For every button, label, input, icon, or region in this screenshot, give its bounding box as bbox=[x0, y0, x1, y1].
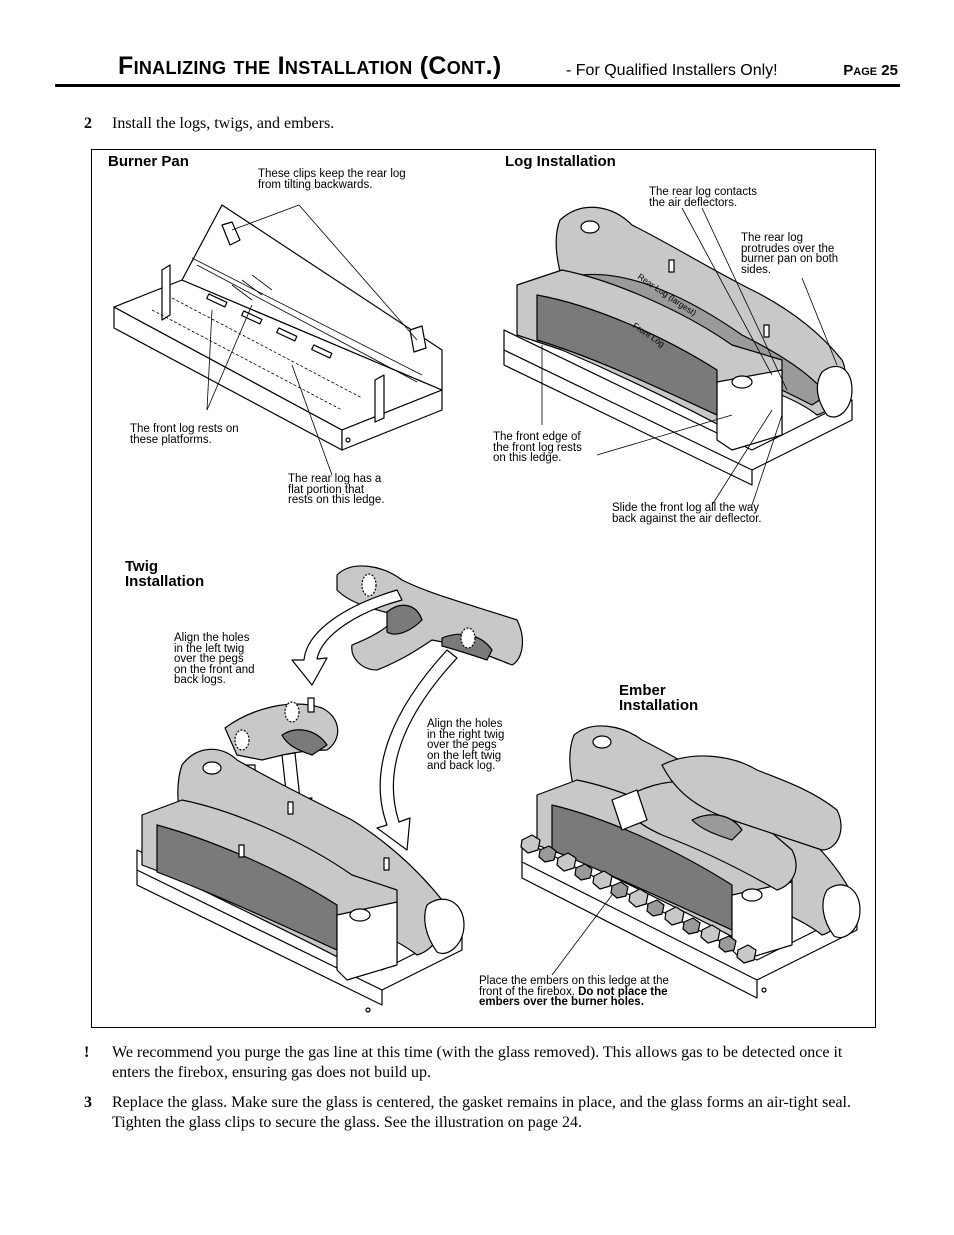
step-text: We recommend you purge the gas line at t… bbox=[112, 1044, 843, 1081]
callout-clips: These clips keep the rear log from tilti… bbox=[258, 168, 406, 191]
ember-installation-title: Ember Installation bbox=[619, 682, 699, 714]
callout-front-platforms: The front log rests on these platforms. bbox=[130, 423, 239, 446]
page-subtitle: - For Qualified Installers Only! bbox=[566, 62, 778, 79]
step-number: 2 bbox=[84, 115, 92, 132]
callout-left-twig: Align the holes in the left twig over th… bbox=[174, 632, 255, 686]
log-installation-title: Log Installation bbox=[505, 153, 616, 170]
step-number: 3 bbox=[84, 1094, 92, 1111]
callout-embers-warning: Do not place the embers over the burner … bbox=[479, 985, 668, 1008]
callout-right-twig: Align the holes in the right twig over t… bbox=[427, 718, 505, 772]
burner-pan-title: Burner Pan bbox=[108, 153, 189, 170]
page-header: Finalizing the Installation (Cont.) - Fo… bbox=[118, 52, 900, 86]
step-text: Install the logs, twigs, and embers. bbox=[112, 115, 335, 132]
twig-installation-title: Twig Installation bbox=[125, 558, 205, 590]
ember-installation-drawing bbox=[520, 725, 861, 999]
installation-figure: .o { fill: none; stroke: #000; stroke-wi… bbox=[91, 149, 876, 1028]
installation-illustration: .o { fill: none; stroke: #000; stroke-wi… bbox=[113, 204, 861, 1013]
log-installation-drawing: Rear Log (largest) Front Log bbox=[503, 206, 853, 506]
page-title: Finalizing the Installation (Cont.) bbox=[118, 52, 502, 80]
step-text: Replace the glass. Make sure the glass i… bbox=[112, 1094, 851, 1131]
page-number: Page 25 bbox=[843, 62, 898, 79]
burner-pan-drawing bbox=[113, 204, 443, 476]
callout-front-edge: The front edge of the front log rests on… bbox=[493, 431, 582, 464]
callout-rear-ledge: The rear log has a flat portion that res… bbox=[288, 473, 385, 506]
callout-embers: Place the embers on this ledge at the fr… bbox=[479, 975, 669, 1008]
callout-slide-front: Slide the front log all the way back aga… bbox=[612, 502, 762, 525]
embers bbox=[520, 834, 757, 964]
callout-air-deflectors: The rear log contacts the air deflectors… bbox=[649, 186, 758, 209]
step-number: ! bbox=[84, 1044, 90, 1061]
twig-installation-drawing bbox=[136, 565, 524, 1013]
callout-protrudes: The rear log protrudes over the burner p… bbox=[741, 232, 839, 276]
header-rule bbox=[55, 84, 900, 87]
callout-embers-ledge: Place the embers on this ledge at the fr… bbox=[479, 975, 669, 998]
